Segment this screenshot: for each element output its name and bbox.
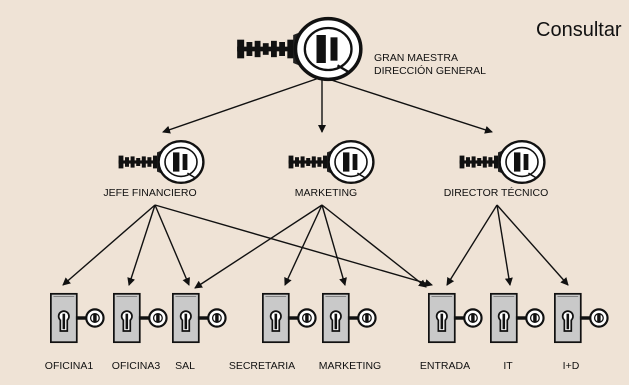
role-marketing: MARKETING [287,139,375,199]
door-i-d: I+D [554,292,609,372]
role-label-jefe-financiero: JEFE FINANCIERO [103,187,196,199]
master-key-label-line1: GRAN MAESTRA [374,52,458,64]
door-oficina1: OFICINA1 [45,292,105,372]
arrow-jefe-to-oficina3 [127,204,156,286]
arrow-master-to-jefe-financiero [162,76,323,134]
key-icon [287,139,375,185]
arrow-director-to-entrada [446,204,498,286]
key-icon [458,139,546,185]
lock-cylinder-icon [262,292,317,344]
lock-cylinder-icon [554,292,609,344]
door-label-entrada: ENTRADA [420,360,470,372]
lock-cylinder-icon [113,292,168,344]
arrow-master-to-director-tecnico [321,76,493,134]
access-arrows [62,76,569,289]
arrow-marketing-to-sal [194,204,323,289]
arrow-jefe-to-entrada [154,204,433,287]
lock-cylinder-icon [490,292,545,344]
arrow-marketing-to-secretaria [284,204,323,286]
lock-cylinder-icon [428,292,483,344]
arrow-marketing-to-entrada [321,204,427,288]
arrow-jefe-to-oficina1 [62,204,156,286]
role-director-tecnico: DIRECTOR TÉCNICO [444,139,549,199]
lock-cylinder-icon [50,292,105,344]
door-label-marketing: MARKETING [319,360,381,372]
master-key: GRAN MAESTRA DIRECCIÓN GENERAL [235,16,486,82]
door-label-oficina1: OFICINA1 [45,360,94,372]
door-it: IT [490,292,545,372]
role-jefe-financiero: JEFE FINANCIERO [103,139,205,199]
door-label-sal: SAL [175,360,195,372]
key-icon [117,139,205,185]
door-marketing: MARKETING [319,292,381,372]
arrow-director-to-it [496,204,513,286]
lock-cylinder-icon [172,292,227,344]
key-icon [235,16,363,82]
door-label-it: IT [503,360,513,372]
door-secretaria: SECRETARIA [229,292,317,372]
lock-cylinder-icon [322,292,377,344]
door-oficina3: OFICINA3 [112,292,168,372]
arrow-director-to-i-d [496,204,569,286]
arrow-marketing-to-marketing-door [321,204,347,286]
door-sal: SAL [172,292,227,372]
role-label-director-tecnico: DIRECTOR TÉCNICO [444,186,549,199]
door-label-oficina3: OFICINA3 [112,360,161,372]
consult-label[interactable]: Consultar [536,19,622,41]
door-label-i-d: I+D [563,360,580,372]
master-key-label-line2: DIRECCIÓN GENERAL [374,64,486,77]
door-label-secretaria: SECRETARIA [229,360,295,372]
arrow-jefe-to-sal [154,204,190,286]
role-label-marketing: MARKETING [295,187,357,199]
door-entrada: ENTRADA [420,292,483,372]
